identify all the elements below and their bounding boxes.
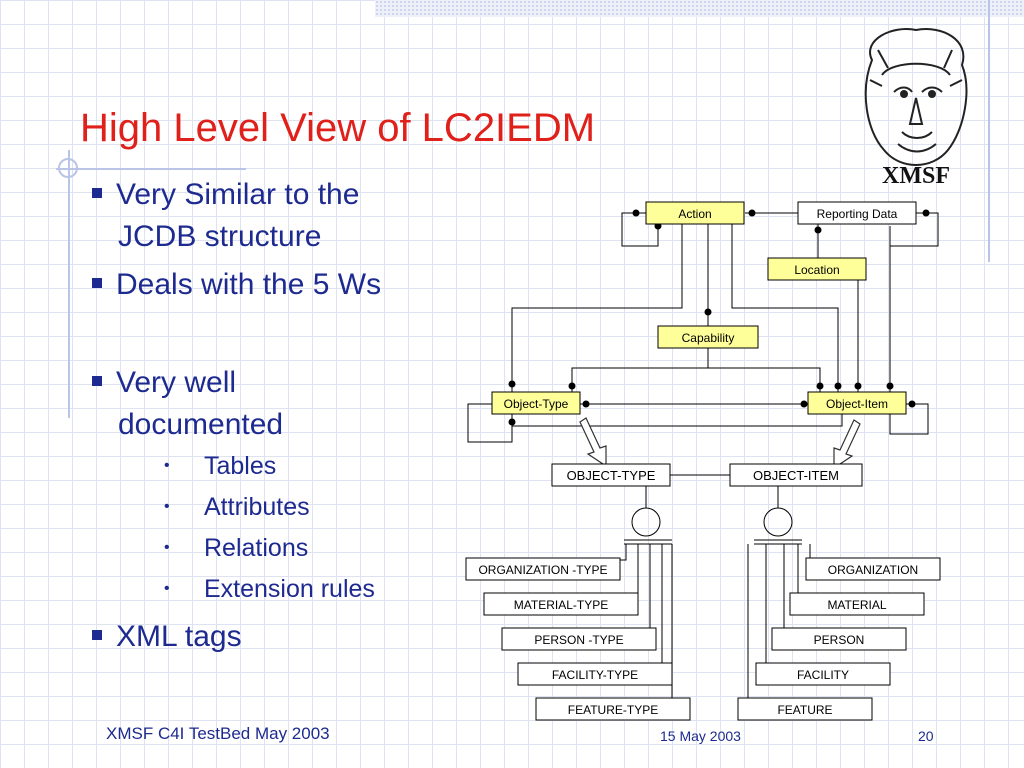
subtype-feature: FEATURE <box>737 697 873 721</box>
action-self-loop <box>621 212 659 247</box>
table-object-type: OBJECT-TYPE <box>551 463 671 487</box>
entity-location: Location <box>767 257 867 281</box>
subtype-organization: ORGANIZATION <box>805 557 941 581</box>
bullet-square-icon <box>92 376 102 386</box>
subtype-facility: FACILITY <box>755 662 891 686</box>
bullet-4: XML tags <box>92 616 242 658</box>
entity-action-label: Action <box>678 207 711 221</box>
entity-action: Action <box>645 201 745 225</box>
table-object-item: OBJECT-ITEM <box>729 463 863 487</box>
subtype-feature-type: FEATURE-TYPE <box>535 697 691 721</box>
subtype-facility-type: FACILITY-TYPE <box>517 662 673 686</box>
subtype-material-type: MATERIAL-TYPE <box>483 592 639 616</box>
subtype-material-label: MATERIAL <box>827 598 886 612</box>
top-pattern-band <box>375 0 1024 17</box>
bullet-2-line-1: Deals with the 5 Ws <box>116 268 382 301</box>
capability-objectitem-link <box>708 367 821 392</box>
bullet-3-line-2: documented <box>118 408 284 441</box>
sub-bullet-3-text: Relations <box>204 534 309 562</box>
subtype-organization-type: ORGANIZATION -TYPE <box>465 557 621 581</box>
subtype-circle-right <box>763 507 793 537</box>
subtype-person-type: PERSON -TYPE <box>501 627 657 651</box>
entity-object-item-label: Object-Item <box>826 397 888 411</box>
bullet-square-icon <box>92 630 102 640</box>
subtype-material-type-label: MATERIAL-TYPE <box>514 598 608 612</box>
objecttype-self-loop <box>467 403 513 443</box>
table-object-item-label: OBJECT-ITEM <box>753 468 839 483</box>
sub-bullet-4-text: Extension rules <box>204 575 375 603</box>
entity-location-label: Location <box>794 263 839 277</box>
arrow-down-right <box>833 419 861 470</box>
bullet-1-line-1: Very Similar to the <box>116 178 360 211</box>
bullet-2: Deals with the 5 Ws <box>92 264 381 306</box>
bullet-1: Very Similar to the JCDB structure <box>92 174 359 258</box>
arrow-down-left <box>579 417 607 468</box>
subtype-person: PERSON <box>771 627 907 651</box>
footer-page-number: 20 <box>918 728 934 744</box>
sub-bullet-3: •Relations <box>164 534 309 562</box>
sub-bullet-2: •Attributes <box>164 493 310 521</box>
entity-reporting-data: Reporting Data <box>797 201 917 225</box>
objectitem-self-loop <box>889 403 929 435</box>
decor-horizontal-line <box>56 168 246 170</box>
bullet-square-icon <box>92 278 102 288</box>
sub-bullet-1: •Tables <box>164 452 277 480</box>
entity-object-type: Object-Type <box>491 391 581 415</box>
bullet-3-line-1: Very well <box>116 366 237 399</box>
sub-bullet-2-text: Attributes <box>204 493 310 521</box>
decor-circle <box>58 158 78 178</box>
subtype-material: MATERIAL <box>789 592 925 616</box>
bullet-3: Very well documented <box>92 362 283 446</box>
subtype-organization-label: ORGANIZATION <box>828 563 918 577</box>
lc2iedm-diagram: Action Reporting Data Location Capabilit… <box>465 201 941 721</box>
subtype-feature-type-label: FEATURE-TYPE <box>568 703 658 717</box>
capability-objecttype-link <box>571 348 709 392</box>
entity-object-item: Object-Item <box>807 391 907 415</box>
entity-object-type-label: Object-Type <box>504 397 569 411</box>
bullet-1-line-2: JCDB structure <box>118 220 322 253</box>
subtype-organization-type-label: ORGANIZATION -TYPE <box>478 563 607 577</box>
subtype-feature-label: FEATURE <box>777 703 832 717</box>
objecttype-objectitem-lower-link <box>511 414 843 427</box>
decor-vertical-line <box>68 150 70 418</box>
subtype-facility-type-label: FACILITY-TYPE <box>552 668 638 682</box>
footer-date: 15 May 2003 <box>660 728 741 744</box>
bullet-square-icon <box>92 188 102 198</box>
action-objecttype-link <box>511 224 683 392</box>
bullet-4-line-1: XML tags <box>116 620 242 653</box>
subtype-circle-left <box>631 507 661 537</box>
subtype-person-label: PERSON <box>814 633 865 647</box>
sub-bullet-1-text: Tables <box>204 452 277 480</box>
subtype-person-type-label: PERSON -TYPE <box>534 633 623 647</box>
subtype-facility-label: FACILITY <box>797 668 849 682</box>
decor-vertical-line-right <box>988 0 990 262</box>
action-objectitem-link <box>731 224 839 392</box>
xmsf-lion-logo: XMSF <box>864 28 968 188</box>
table-object-type-label: OBJECT-TYPE <box>567 468 656 483</box>
sub-bullet-4: •Extension rules <box>164 575 375 603</box>
entity-capability: Capability <box>657 325 759 349</box>
slide-title: High Level View of LC2IEDM <box>80 106 596 150</box>
footer-left-text: XMSF C4I TestBed May 2003 <box>106 724 330 743</box>
entity-reporting-data-label: Reporting Data <box>817 207 898 221</box>
logo-text: XMSF <box>882 163 950 188</box>
entity-capability-label: Capability <box>682 331 735 345</box>
